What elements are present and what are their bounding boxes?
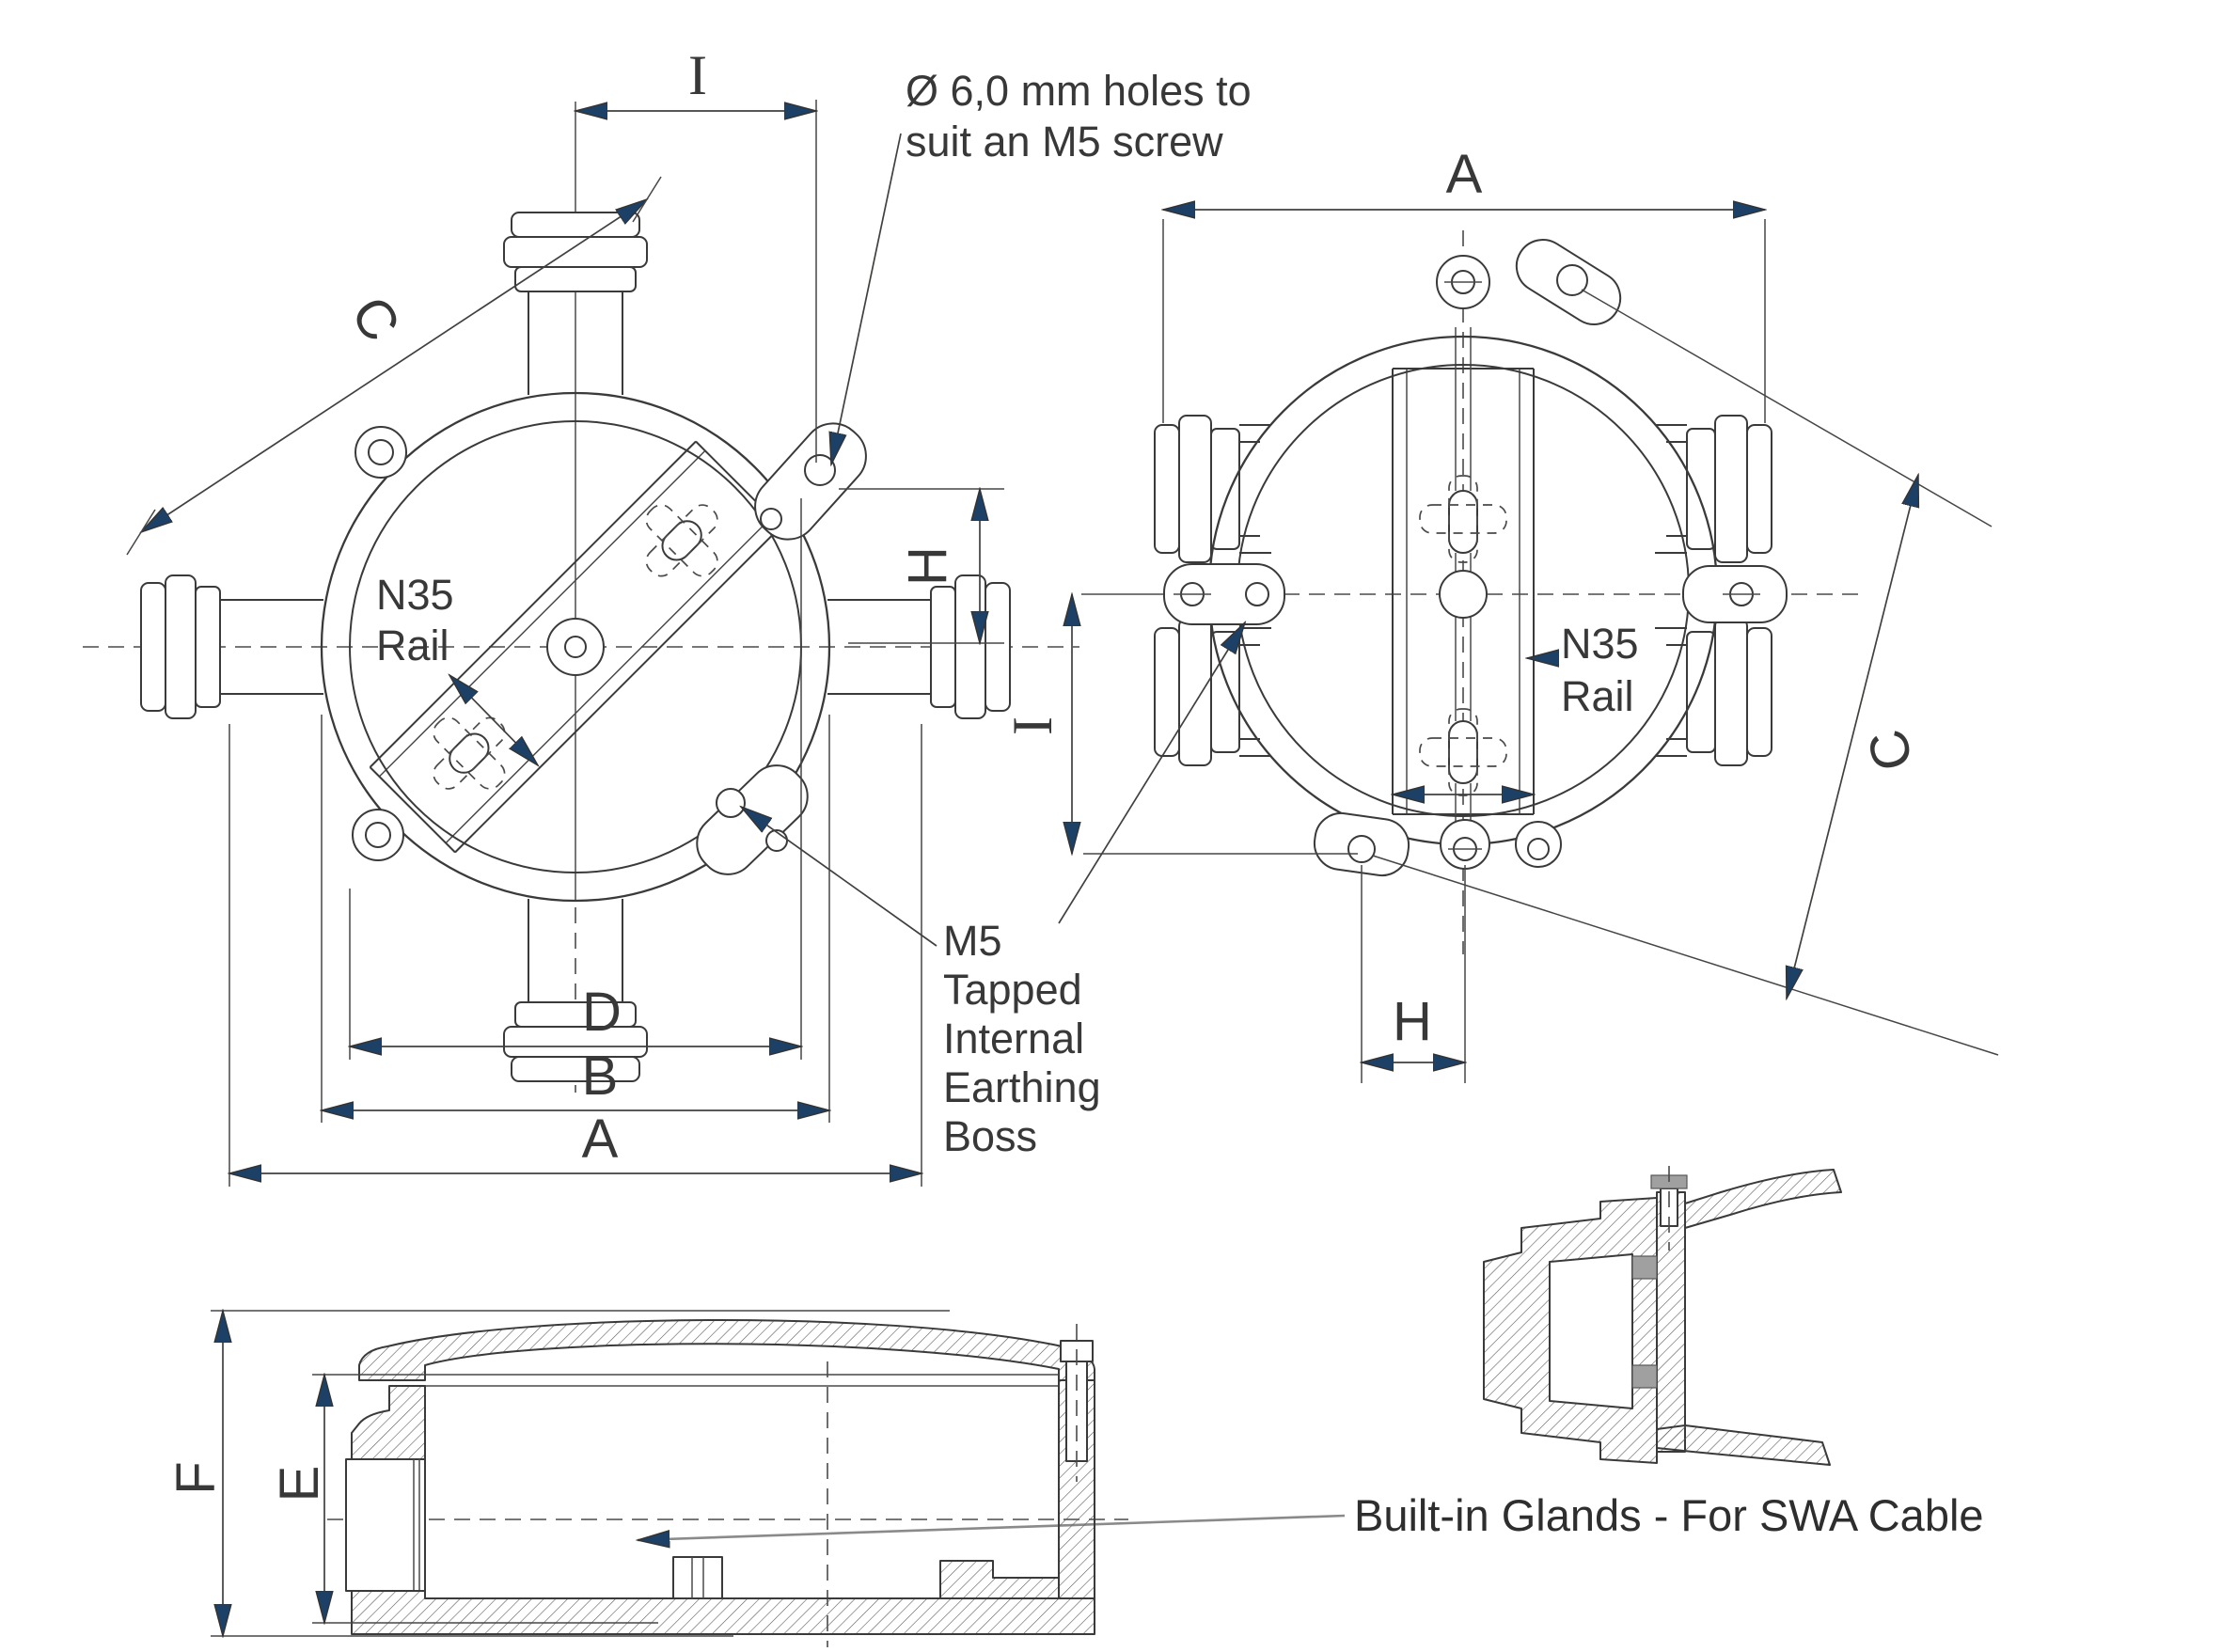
holes-note-line2: suit an M5 screw <box>906 118 1223 165</box>
gland-seal-upper <box>1631 1255 1658 1280</box>
earthing-note-line5: Boss <box>943 1112 1037 1160</box>
earthing-leader-rear <box>1058 622 1245 924</box>
gland-lid-fragment <box>1684 1169 1842 1229</box>
dim-label-D: D <box>582 982 622 1043</box>
dim-label-front-H: H <box>897 546 958 586</box>
rear-din-rail <box>1392 327 1535 846</box>
dim-label-rear-H: H <box>1393 991 1432 1052</box>
earthing-note-line3: Internal <box>943 1015 1084 1062</box>
rear-rail-label-1: N35 <box>1561 620 1639 668</box>
dim-label-F: F <box>165 1461 227 1494</box>
rear-rail-label-2: Rail <box>1561 672 1634 720</box>
earthing-leader-front <box>741 807 937 947</box>
dim-label-front-C: C <box>339 286 412 352</box>
rear-spout-left-lower <box>1154 618 1272 766</box>
front-fixing-hole-6mm <box>804 454 836 486</box>
earthing-note-line2: Tapped <box>943 966 1082 1014</box>
front-earthing-boss-hole <box>716 788 746 818</box>
rear-dimensions: A I H C <box>1001 144 1999 1083</box>
earthing-note-line1: M5 <box>943 917 1002 965</box>
rear-view <box>1081 230 1867 954</box>
rail-slot <box>1448 490 1478 554</box>
rear-center-hole <box>1439 570 1488 619</box>
holes-note-line1: Ø 6,0 mm holes to <box>906 67 1252 115</box>
front-dimensions: I C H D B A <box>126 44 1004 1187</box>
rear-spout-left-upper <box>1154 415 1272 563</box>
rail-slot <box>449 732 490 774</box>
annotation-leaders <box>638 133 1346 1540</box>
dim-label-rear-I: I <box>1001 716 1063 735</box>
front-view <box>83 102 1079 1093</box>
dim-label-front-I: I <box>688 44 707 106</box>
section-gland-bore <box>345 1458 426 1592</box>
section-view: F E <box>165 1311 1128 1647</box>
dim-line-front-C <box>141 199 647 532</box>
rear-earthing-boss-hole <box>1245 582 1269 606</box>
dim-line-rear-C <box>1787 475 1918 999</box>
gland-body-section <box>1483 1197 1658 1464</box>
section-lid <box>358 1318 1095 1381</box>
gland-seal-lower <box>1631 1364 1658 1389</box>
gland-detail-view <box>1483 1166 1842 1466</box>
glands-leader <box>638 1514 1346 1540</box>
dim-label-rear-C: C <box>1856 724 1925 777</box>
rail-slot <box>1448 720 1478 784</box>
front-rail-label-1: N35 <box>376 571 454 619</box>
dim-label-rear-A: A <box>1446 144 1483 205</box>
dim-label-B: B <box>582 1046 619 1107</box>
rail-slot <box>661 520 702 561</box>
glands-note: Built-in Glands - For SWA Cable <box>1354 1490 1984 1540</box>
dim-label-E: E <box>269 1466 330 1503</box>
rear-fixing-hole-6mm <box>1556 264 1588 296</box>
holes-note-leader <box>831 133 902 464</box>
dim-rail-width-front <box>449 675 538 765</box>
gland-foot-fragment <box>1656 1424 1831 1466</box>
earthing-note-line4: Earthing <box>943 1063 1101 1111</box>
rear-spout-right-lower <box>1654 618 1772 766</box>
rear-spout-right-upper <box>1654 415 1772 563</box>
gland-wall-band <box>1656 1191 1686 1453</box>
front-rail-label-2: Rail <box>376 621 449 669</box>
dim-label-front-A: A <box>582 1109 619 1170</box>
